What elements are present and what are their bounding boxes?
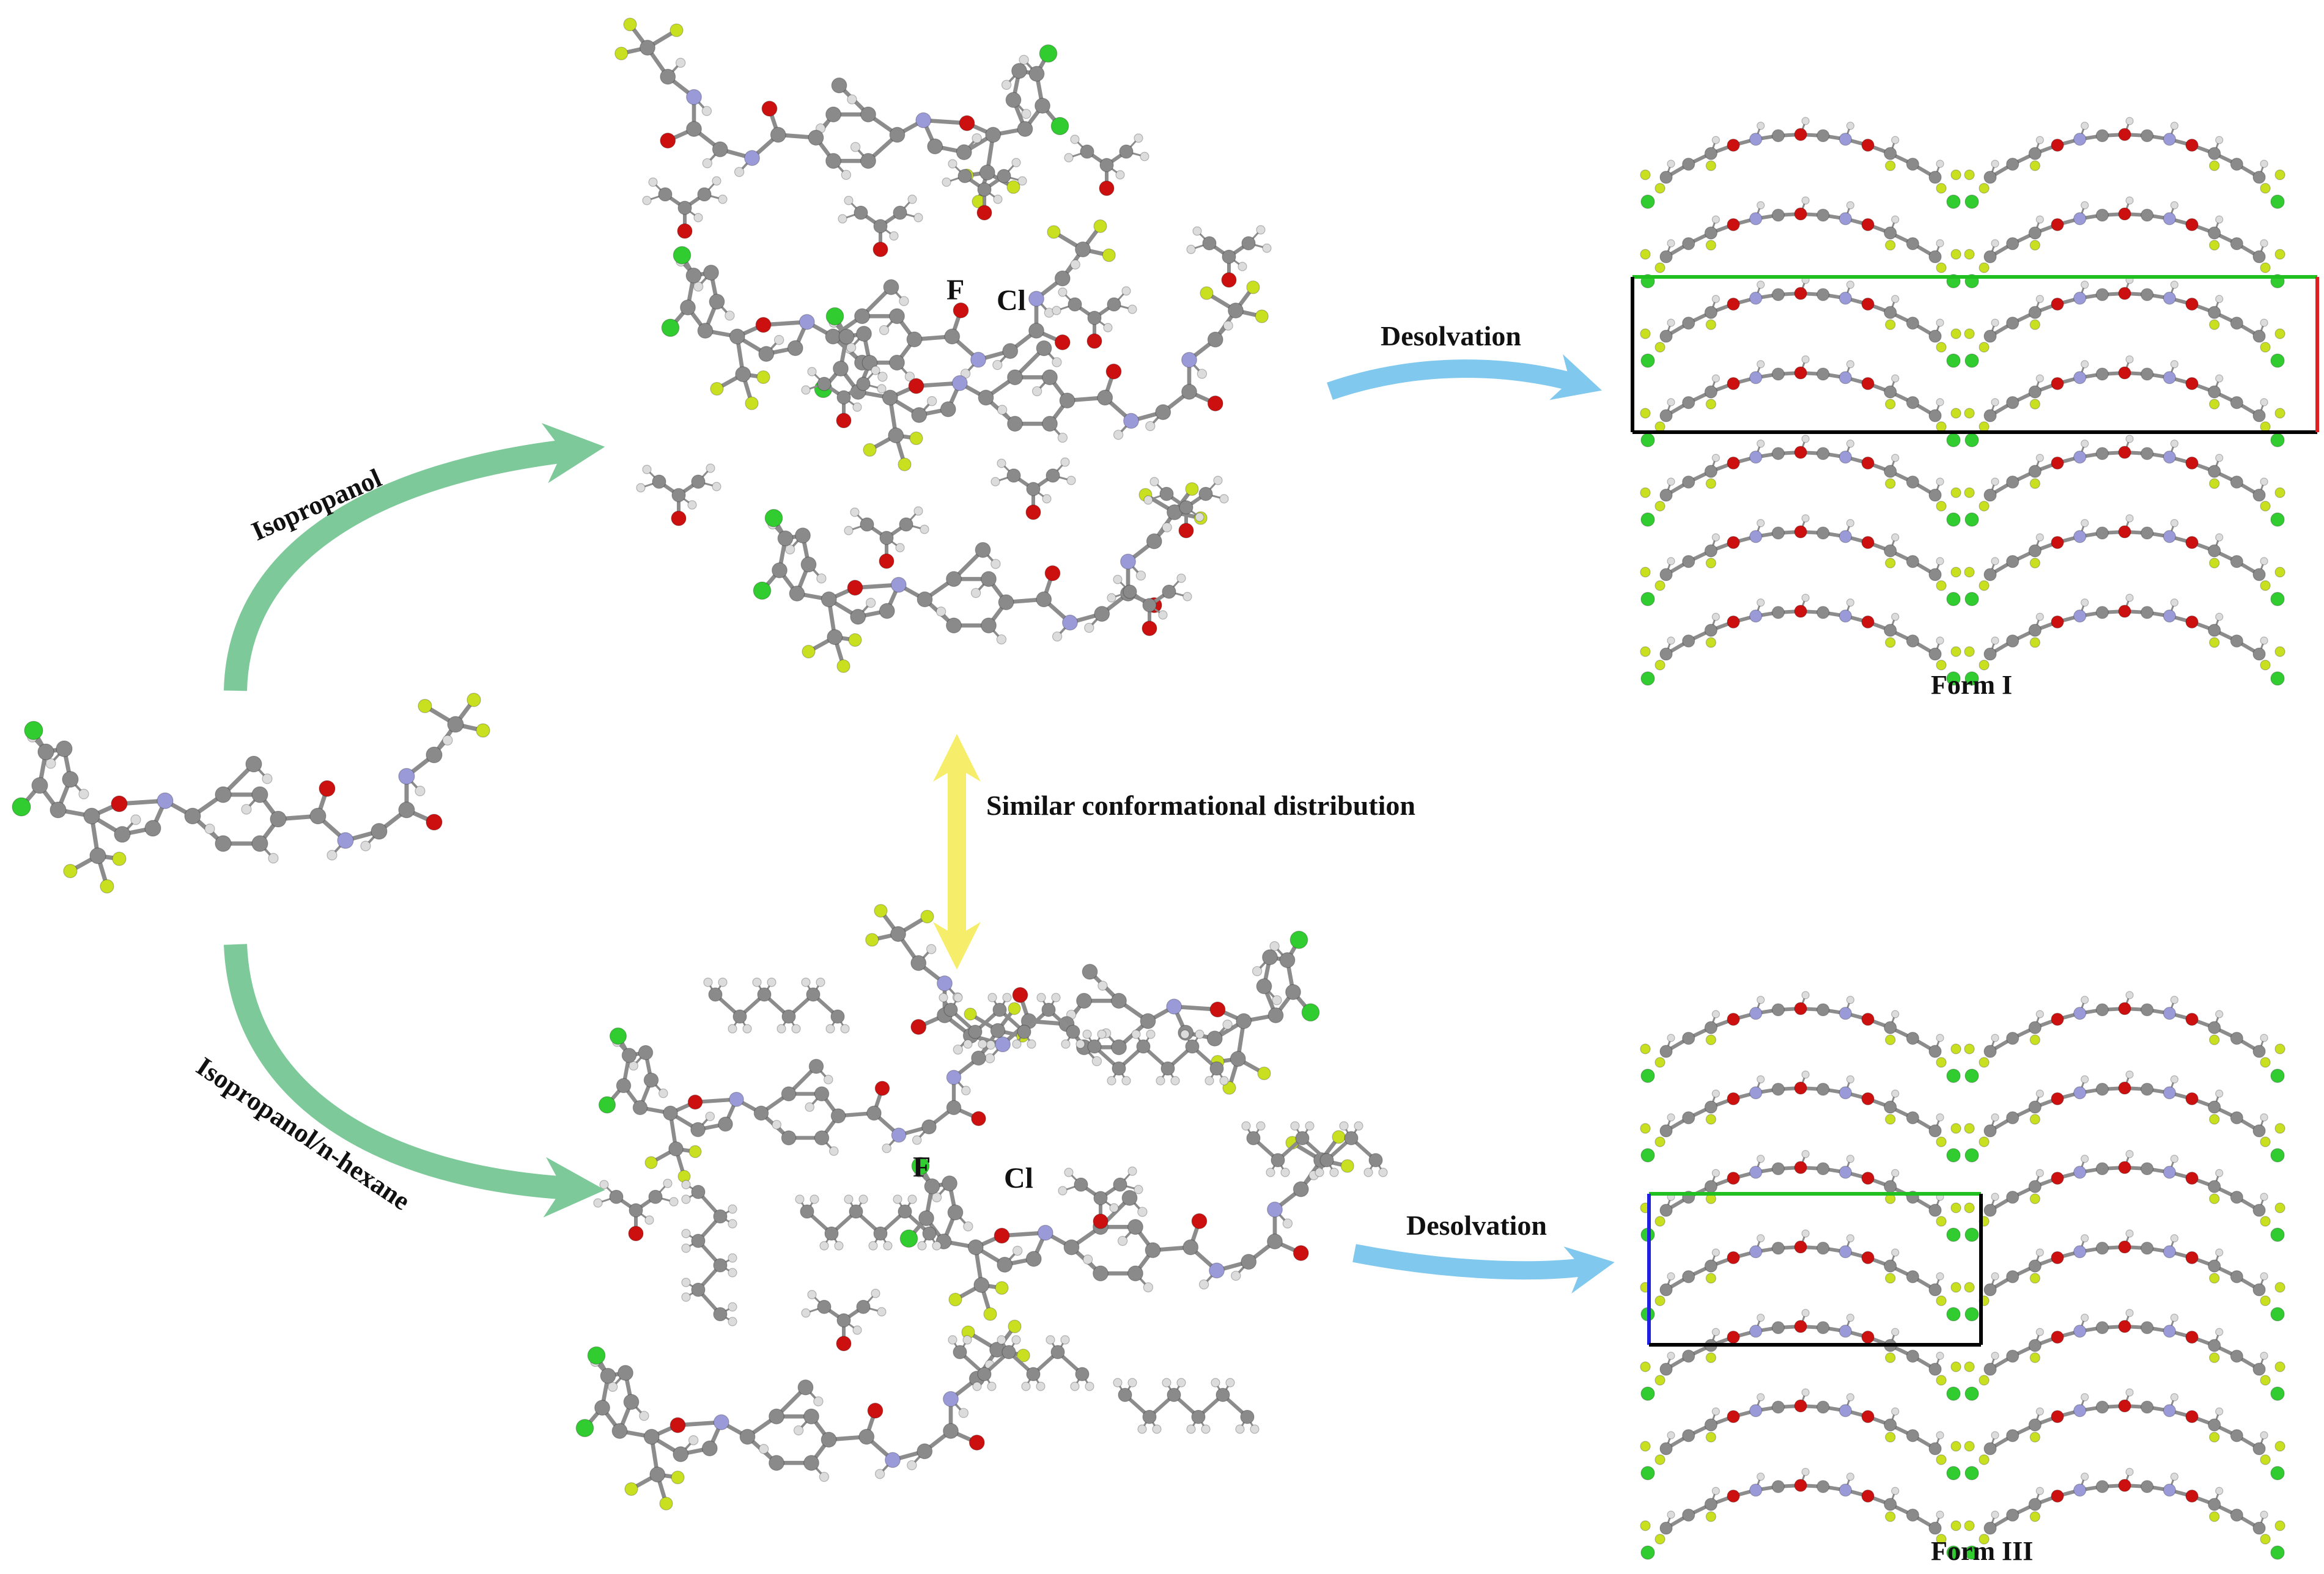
hexane-bottom-7 — [1113, 1378, 1260, 1434]
arrow-isopropanol — [224, 423, 605, 691]
hexane-bottom-2 — [939, 993, 1085, 1049]
atom-label-cl-top: Cl — [997, 284, 1026, 317]
isopropanol-top-9 — [844, 506, 929, 569]
hexane-bottom-6 — [948, 1335, 1094, 1391]
isopropanol-top-3 — [942, 158, 1027, 221]
molecule-bottom-4 — [575, 1319, 1030, 1510]
label-form-3: Form III — [1931, 1536, 2033, 1566]
label-desolvation-bottom: Desolvation — [1406, 1210, 1547, 1241]
isopropanol-bottom-1 — [593, 1179, 679, 1241]
isopropanol-top-12 — [1107, 573, 1192, 636]
unit-cell-form-1 — [1631, 275, 2319, 434]
isopropanol-top-11 — [1143, 476, 1229, 539]
hexane-bottom-1 — [703, 977, 850, 1034]
label-form-1: Form I — [1931, 670, 2012, 700]
molecule-top-3 — [814, 280, 1269, 471]
molecule-bottom-1 — [865, 903, 1320, 1095]
label-desolvation-top: Desolvation — [1381, 320, 1521, 351]
hexane-bottom-3 — [1082, 1029, 1229, 1086]
molecule-top-4 — [753, 482, 1208, 673]
molecule-top-2 — [661, 219, 1116, 410]
label-similar-conformational-distribution: Similar conformational distribution — [986, 790, 1415, 821]
isopropanol-top-8 — [636, 463, 721, 526]
packing-form-3 — [1640, 991, 2285, 1560]
isopropanol-top-4 — [1064, 133, 1149, 196]
packing-form-1 — [1640, 117, 2285, 686]
isopropanol-top-6 — [1052, 286, 1137, 349]
isopropanol-top-5 — [1186, 225, 1272, 288]
molecular-structures — [12, 17, 2285, 1560]
atom-label-f-top: F — [946, 274, 964, 306]
arrow-isopropanol-hexane — [224, 944, 605, 1218]
isopropanol-bottom-2 — [1058, 1166, 1143, 1229]
isopropanol-top-7 — [801, 366, 887, 428]
molecule-bottom-3 — [899, 1130, 1354, 1321]
molecule-single-left — [12, 693, 490, 894]
hexane-bottom-8 — [681, 1180, 737, 1326]
arrow-desolvation-bottom — [1352, 1244, 1615, 1294]
arrow-desolvation-top — [1327, 354, 1602, 400]
hexane-bottom-4 — [1241, 1121, 1388, 1177]
isopropanol-top-1 — [642, 176, 728, 239]
unit-cell-form-3 — [1647, 1192, 1983, 1347]
isopropanol-top-10 — [990, 457, 1076, 520]
atom-label-cl-bottom: Cl — [1004, 1162, 1033, 1194]
isopropanol-bottom-3 — [801, 1289, 887, 1352]
atom-label-f-bottom: F — [913, 1151, 931, 1183]
hexane-bottom-5 — [795, 1194, 942, 1251]
isopropanol-top-2 — [838, 194, 923, 257]
